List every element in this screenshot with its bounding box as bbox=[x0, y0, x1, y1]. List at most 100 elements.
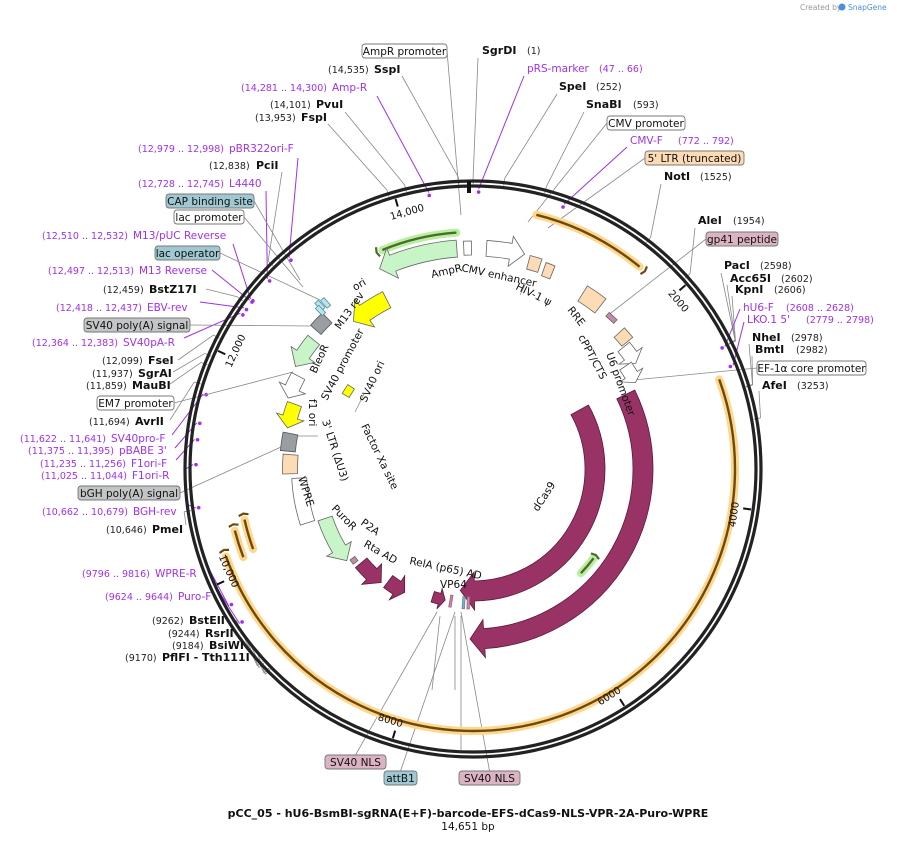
attb1-mark[interactable] bbox=[461, 596, 466, 610]
wpre-box[interactable] bbox=[291, 477, 316, 526]
tick-label: 8000 bbox=[376, 712, 404, 730]
feature-box-cap-binding-site[interactable] bbox=[165, 193, 255, 209]
feature-box-bgh-poly-a-signal[interactable] bbox=[77, 485, 181, 501]
enzyme-position: (9170) bbox=[125, 653, 157, 664]
p2a-box[interactable] bbox=[349, 555, 359, 565]
orf-arc[interactable] bbox=[243, 519, 255, 550]
feature-label-sv40-promoter: SV40 promoter bbox=[319, 326, 367, 402]
tick-label: 14,000 bbox=[389, 203, 426, 223]
enzyme-position: (14,101) bbox=[270, 100, 311, 111]
enzyme-position: (2606) bbox=[774, 285, 806, 296]
snapgene-logo-icon bbox=[838, 3, 846, 11]
primer-binding-mark bbox=[427, 193, 432, 198]
nls-mark[interactable] bbox=[466, 596, 471, 610]
orf-arc[interactable] bbox=[580, 557, 595, 575]
primer-range: (2608 .. 2628) bbox=[786, 303, 854, 314]
feature-box-lac-promoter[interactable] bbox=[173, 209, 245, 225]
lac-operator-mark[interactable] bbox=[314, 304, 327, 317]
primer-binding-mark bbox=[244, 307, 249, 312]
primer-f1ori-r: F1ori-R bbox=[132, 470, 169, 482]
feature-label-bgh-poly-a-signal: bGH poly(A) signal bbox=[80, 488, 178, 500]
enzyme-site-pvui: PvuI bbox=[316, 98, 343, 111]
watermark-brand: SnapGene bbox=[848, 3, 887, 12]
leader-line bbox=[460, 611, 490, 772]
primer-binding-mark bbox=[561, 205, 565, 209]
puror-arrow[interactable] bbox=[317, 515, 352, 562]
ori-arrow[interactable] bbox=[353, 291, 392, 328]
primer-range: (12,364 .. 12,383) bbox=[32, 338, 118, 349]
gp41-box[interactable] bbox=[605, 311, 618, 324]
leader-line bbox=[472, 57, 479, 178]
feature-box-ampr-promoter[interactable] bbox=[361, 43, 448, 59]
feature-box-cmv-promoter[interactable] bbox=[606, 115, 686, 131]
leader-line bbox=[219, 252, 321, 301]
u6-promoter-arrow[interactable] bbox=[617, 341, 644, 365]
feature-box-em7-promoter[interactable] bbox=[96, 395, 175, 411]
tick-mark bbox=[216, 580, 225, 586]
primer-binding-mark bbox=[267, 279, 272, 283]
primer-m13-puc-reverse: M13/pUC Reverse bbox=[133, 230, 226, 242]
feature-box-gp41-peptide[interactable] bbox=[705, 231, 779, 247]
primer-binding-mark bbox=[720, 346, 724, 350]
bgh-polya-box[interactable] bbox=[279, 431, 299, 453]
feature-box-ef-1-core-promoter[interactable] bbox=[756, 360, 867, 376]
ampr-arrow[interactable] bbox=[379, 239, 458, 280]
enzyme-position: (10,646) bbox=[106, 525, 147, 536]
enzyme-position: (12,459) bbox=[103, 285, 144, 296]
orf-arc[interactable] bbox=[233, 530, 245, 558]
feature-box-sv40-nls[interactable] bbox=[324, 754, 387, 770]
primer-binding-mark bbox=[289, 258, 293, 263]
rta-ad-arrow[interactable] bbox=[354, 557, 382, 585]
leader-line bbox=[327, 123, 388, 191]
primer-ebv-rev: EBV-rev bbox=[147, 302, 188, 314]
leader-line bbox=[401, 75, 459, 178]
bleor-arrow[interactable] bbox=[290, 334, 321, 367]
feature-box-sv40-nls[interactable] bbox=[458, 770, 521, 786]
sv40-ori-box[interactable] bbox=[341, 384, 356, 399]
feature-box-lac-operator[interactable] bbox=[154, 245, 221, 261]
feature-box-sv40-poly-a-signal[interactable] bbox=[83, 317, 191, 333]
rela-ad-arrow[interactable] bbox=[383, 574, 406, 601]
enzyme-position: (2598) bbox=[760, 261, 792, 272]
origin-tick bbox=[467, 181, 471, 193]
enzyme-position: (3253) bbox=[797, 381, 829, 392]
feature-box-5-ltr-truncated[interactable] bbox=[644, 150, 745, 166]
hiv-psi-box[interactable] bbox=[540, 262, 556, 280]
tick-mark bbox=[394, 198, 399, 207]
vp64-arrow[interactable] bbox=[430, 587, 446, 610]
primer-f1ori-f: F1ori-F bbox=[131, 458, 167, 470]
orf-arc[interactable] bbox=[536, 213, 641, 268]
feature-label-f1-ori: f1 ori bbox=[306, 399, 318, 426]
primer-wpre-r: WPRE-R bbox=[155, 568, 197, 580]
ltr-box[interactable] bbox=[526, 255, 543, 273]
enzyme-site-bstz17i: BstZ17I bbox=[149, 283, 197, 296]
f1-ori-arrow[interactable] bbox=[275, 400, 306, 429]
sv40-promoter-arrow[interactable] bbox=[278, 371, 307, 399]
lac-operator-mark[interactable] bbox=[319, 297, 332, 309]
leader-line bbox=[189, 324, 311, 327]
enzyme-site-fsei: FseI bbox=[148, 354, 174, 367]
feature-box-attb1[interactable] bbox=[383, 770, 418, 786]
enzyme-site-sgrdi: SgrDI bbox=[482, 44, 516, 57]
enzyme-site-sgrai: SgrAI bbox=[138, 367, 172, 380]
rre-box[interactable] bbox=[577, 285, 607, 314]
enzyme-site-pflfi-tth111i: PflFI - Tth111I bbox=[162, 651, 250, 664]
ampr-promoter-box[interactable] bbox=[463, 240, 472, 256]
leader-line bbox=[265, 190, 268, 279]
enzyme-position: (593) bbox=[633, 100, 659, 111]
cas9-arrow[interactable] bbox=[469, 389, 654, 659]
leader-line bbox=[253, 200, 301, 281]
primer-m13-reverse: M13 Reverse bbox=[139, 265, 207, 277]
cmv-enhancer-arrow[interactable] bbox=[485, 235, 526, 268]
efs-arrow[interactable] bbox=[618, 361, 644, 384]
enzyme-site-afei: AfeI bbox=[762, 379, 787, 392]
3ltr-box[interactable] bbox=[282, 453, 299, 475]
orf-arc[interactable] bbox=[224, 378, 737, 733]
backbone-ring bbox=[183, 179, 763, 759]
sv40-polya-box[interactable] bbox=[309, 312, 333, 336]
cppt-box[interactable] bbox=[613, 327, 634, 347]
feature-label-vp64: VP64 bbox=[440, 579, 467, 591]
feature-label-ori: ori bbox=[351, 276, 369, 293]
nls-mark[interactable] bbox=[448, 594, 454, 608]
orf-arc-glow bbox=[222, 375, 740, 736]
